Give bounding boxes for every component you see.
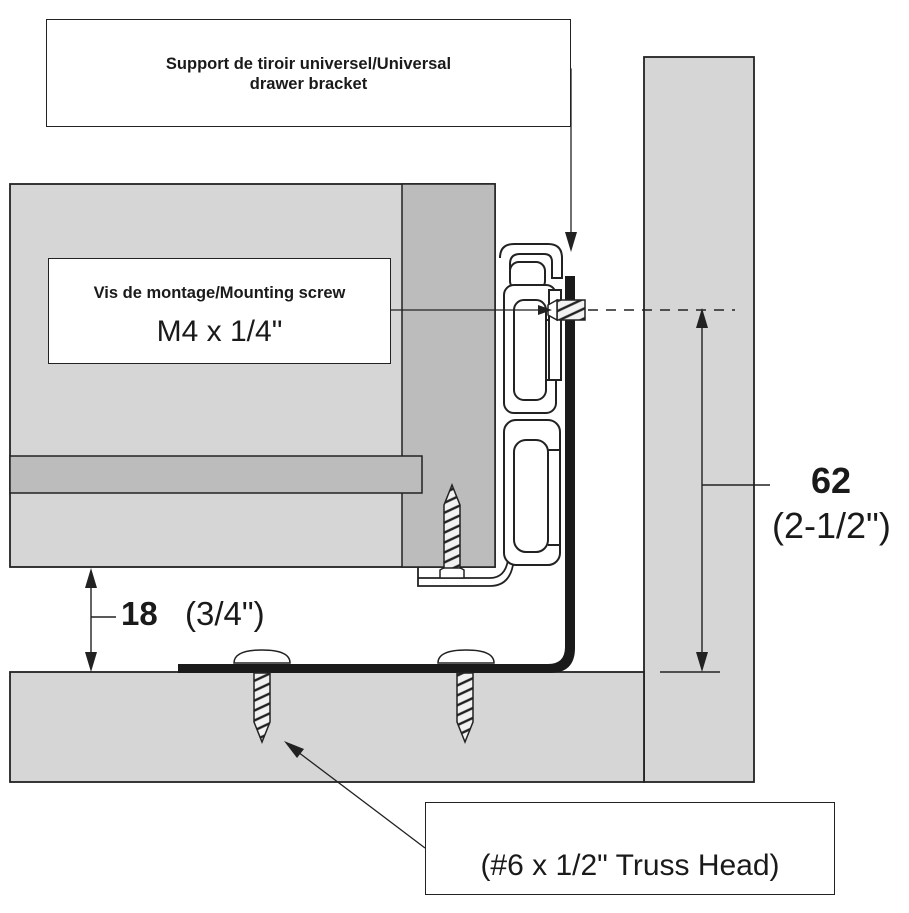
truss-screw-right: [437, 649, 495, 745]
slide-upper-carriage: [499, 243, 563, 414]
gap-dimension-inch: (3/4"): [185, 595, 265, 632]
slide-lower-carriage: [503, 419, 561, 566]
bracket-callout: Support de tiroir universel/Universal dr…: [46, 19, 571, 127]
mounting-screw-arrowhead: [538, 305, 552, 315]
bracket-callout-line1: Support de tiroir universel/Universal: [165, 55, 452, 73]
cabinet-side-panel: [643, 56, 755, 783]
drawer-bottom-groove: [9, 455, 423, 494]
truss-screw-callout: (#6 x 1/2" Truss Head): [425, 802, 835, 895]
truss-screw-left: [233, 649, 291, 745]
height-dimension-mm: 62: [811, 460, 852, 501]
bracket-callout-line2: drawer bracket: [249, 75, 368, 93]
mounting-screw-size: M4 x 1/4": [156, 315, 283, 348]
drawer-wood-screw: [439, 482, 465, 579]
height-dimension-inch: (2-1/2"): [772, 505, 891, 546]
gap-dimension: [85, 568, 116, 672]
truss-screw-leader: [297, 751, 426, 849]
mounting-screw-callout: Vis de montage/Mounting screw M4 x 1/4": [48, 258, 391, 364]
mounting-screw-title: Vis de montage/Mounting screw: [93, 284, 346, 302]
truss-screw-arrowhead: [284, 741, 304, 758]
gap-dimension-mm: 18: [121, 595, 158, 632]
height-dimension: [660, 308, 770, 673]
cabinet-bottom-panel: [9, 671, 645, 783]
bracket-arrowhead: [565, 232, 577, 252]
truss-screw-size: (#6 x 1/2" Truss Head): [480, 849, 780, 882]
mounting-screw: [547, 298, 586, 322]
